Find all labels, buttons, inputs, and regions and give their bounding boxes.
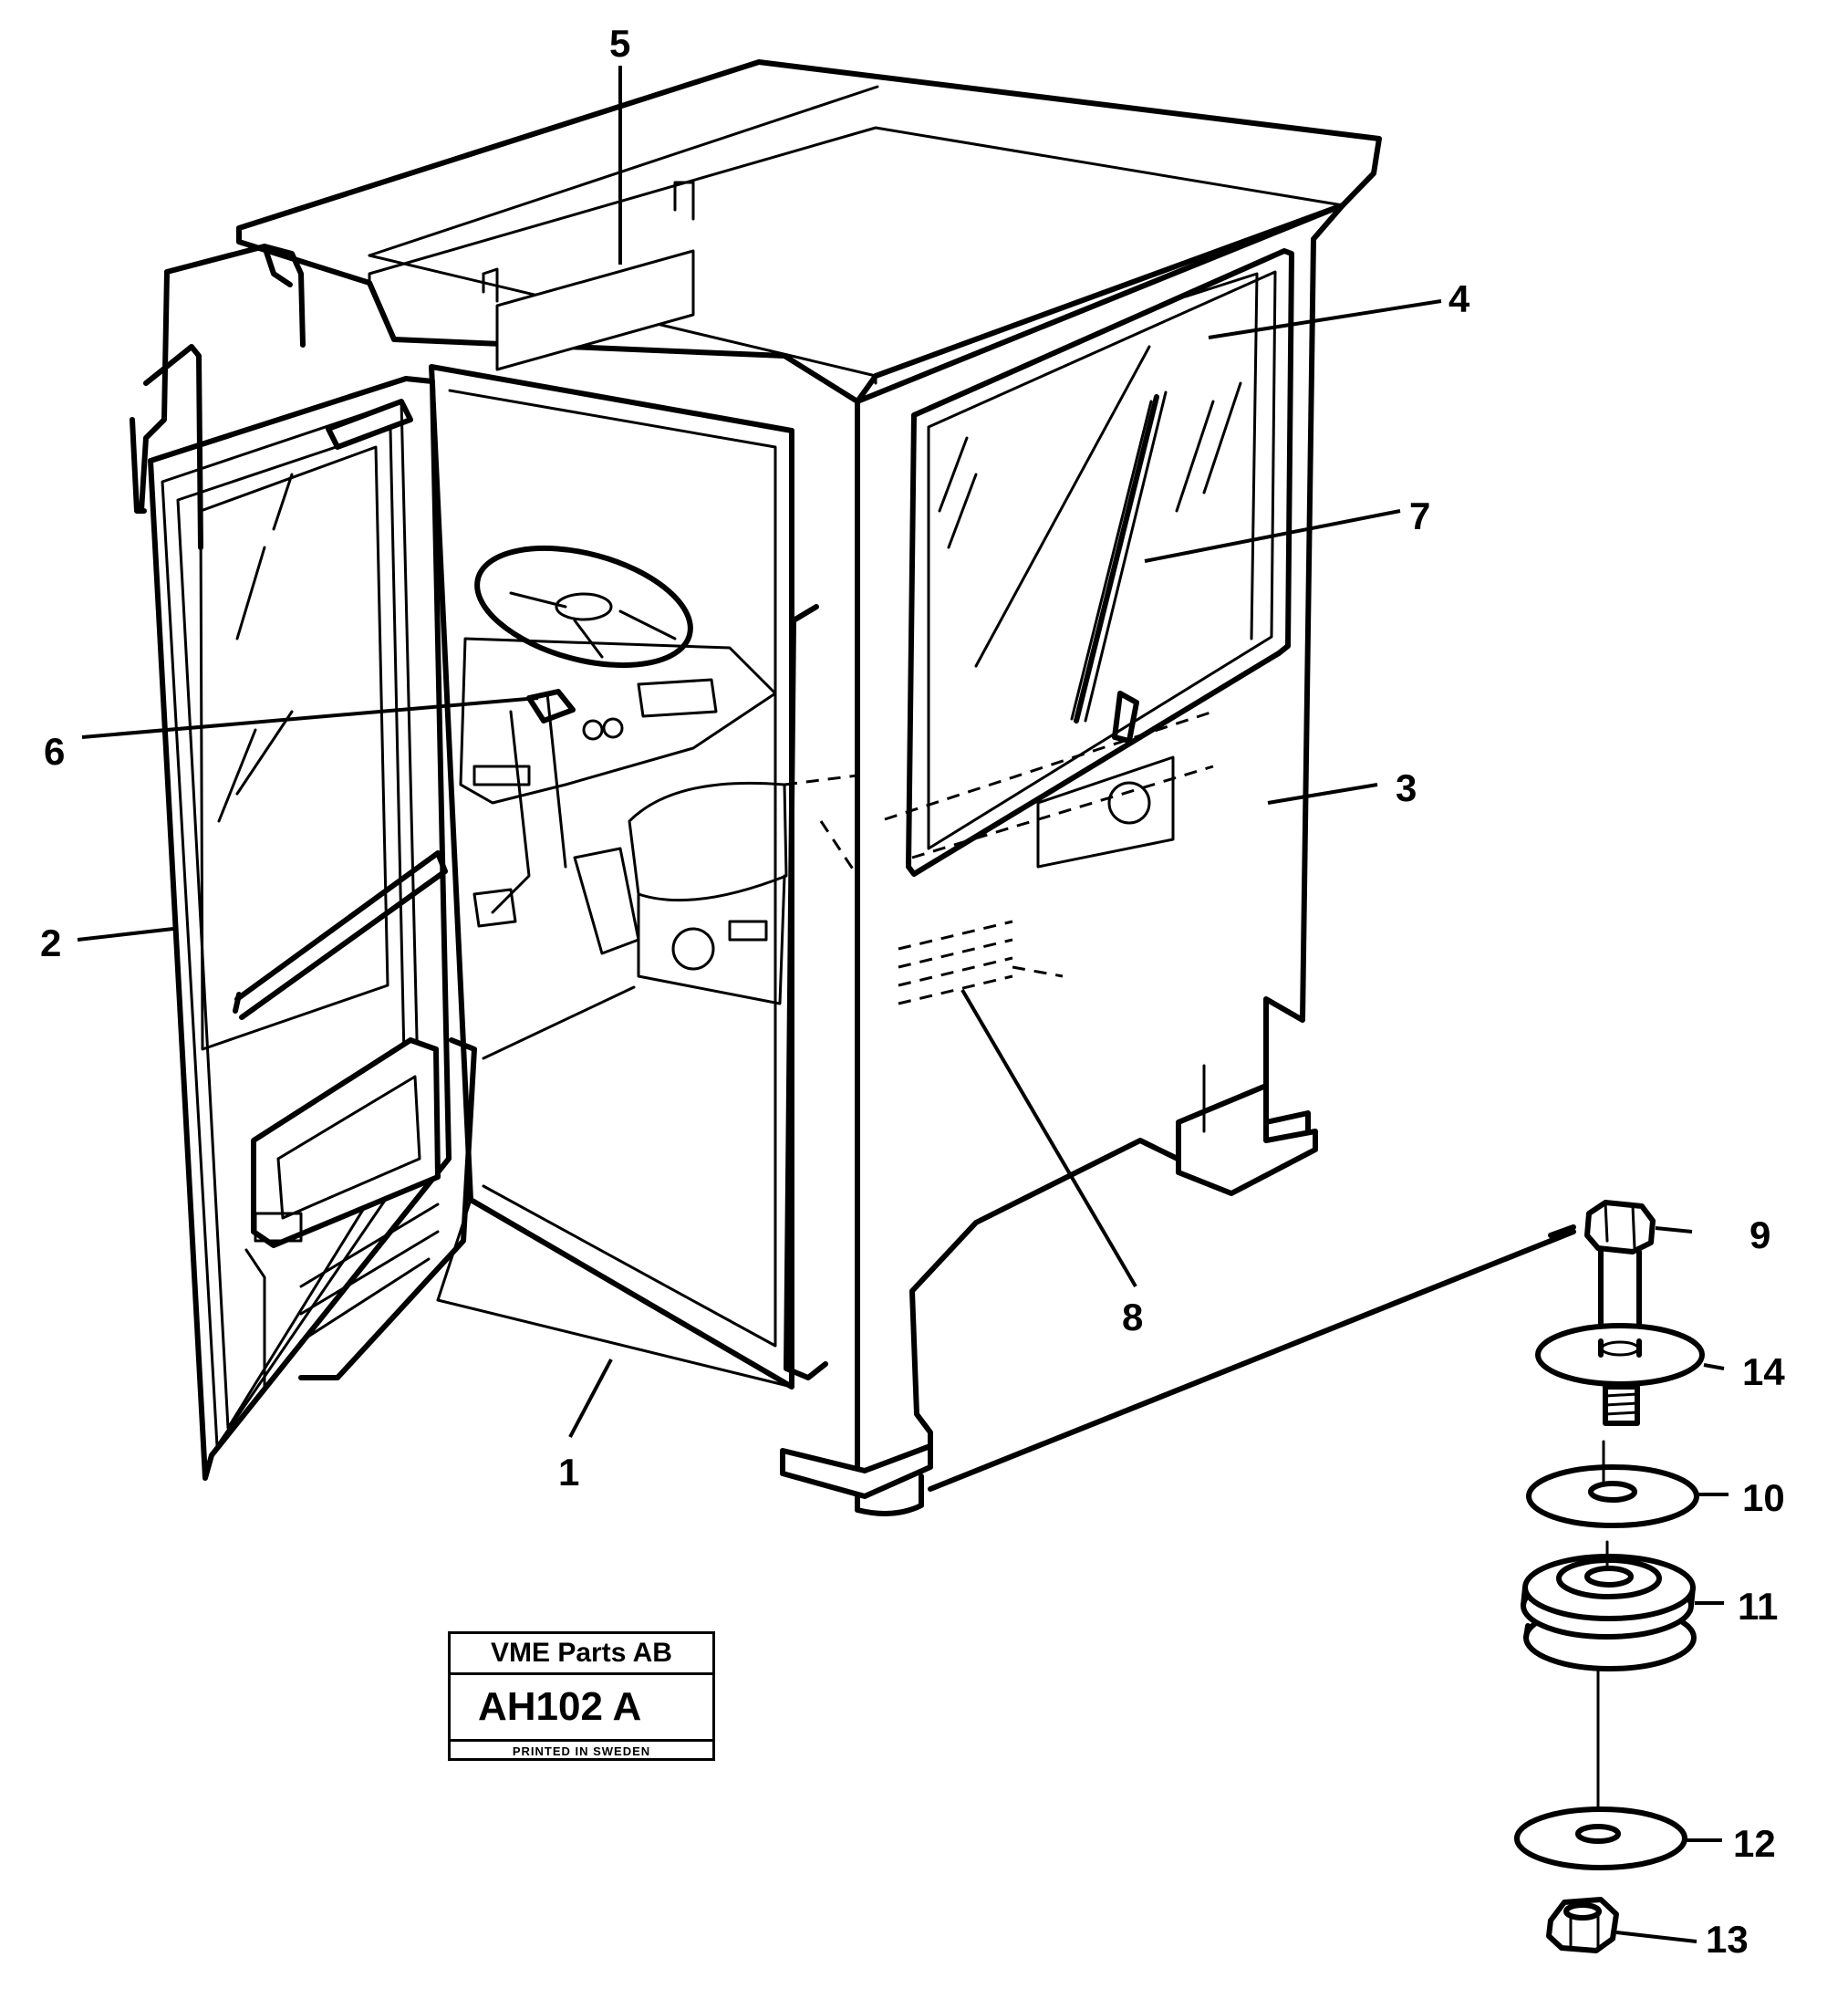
title-block: VME Parts AB AH102 A PRINTED IN SWEDEN bbox=[448, 1631, 715, 1761]
rear-mount-leg bbox=[1176, 1083, 1318, 1196]
callout-8: 8 bbox=[1122, 1296, 1143, 1338]
callout-13: 13 bbox=[1706, 1918, 1749, 1961]
wiper bbox=[1070, 390, 1168, 744]
callout-9: 9 bbox=[1749, 1213, 1770, 1256]
control-lever bbox=[526, 689, 576, 724]
callout-3: 3 bbox=[1396, 766, 1417, 809]
dashboard bbox=[459, 637, 777, 805]
washer-10 bbox=[1526, 1440, 1699, 1528]
callout-5: 5 bbox=[609, 22, 630, 65]
rubber-mount bbox=[1521, 1540, 1697, 1671]
bolt bbox=[1584, 1200, 1656, 1351]
callout-4: 4 bbox=[1448, 277, 1470, 320]
callout-2: 2 bbox=[40, 921, 61, 964]
mount-stack bbox=[928, 1200, 1705, 1953]
callout-14: 14 bbox=[1742, 1350, 1785, 1393]
callout-10: 10 bbox=[1742, 1476, 1785, 1519]
callout-7: 7 bbox=[1409, 495, 1430, 537]
roof-hatch bbox=[482, 181, 695, 371]
cab-interior bbox=[349, 545, 859, 1005]
callout-6: 6 bbox=[44, 730, 65, 773]
callouts: 1 2 3 4 5 6 7 8 9 10 11 12 13 14 bbox=[40, 22, 1785, 1961]
drawing-code: AH102 A bbox=[451, 1675, 712, 1742]
company-name: VME Parts AB bbox=[451, 1634, 712, 1675]
door-frame bbox=[429, 364, 794, 1390]
steering-wheel bbox=[474, 545, 693, 669]
washer-12 bbox=[1514, 1806, 1687, 1870]
grab-handle bbox=[784, 604, 828, 1380]
leader-lines bbox=[77, 66, 1729, 1943]
seat bbox=[628, 781, 788, 902]
callout-1: 1 bbox=[558, 1451, 579, 1494]
front-mount-foot bbox=[780, 1443, 933, 1499]
callout-12: 12 bbox=[1733, 1822, 1776, 1865]
washer-14 bbox=[1535, 1323, 1705, 1426]
door bbox=[130, 244, 477, 1481]
printed-in-note: PRINTED IN SWEDEN bbox=[512, 1744, 651, 1758]
side-window bbox=[906, 248, 1294, 877]
nut bbox=[1546, 1897, 1619, 1953]
callout-11: 11 bbox=[1738, 1585, 1778, 1628]
